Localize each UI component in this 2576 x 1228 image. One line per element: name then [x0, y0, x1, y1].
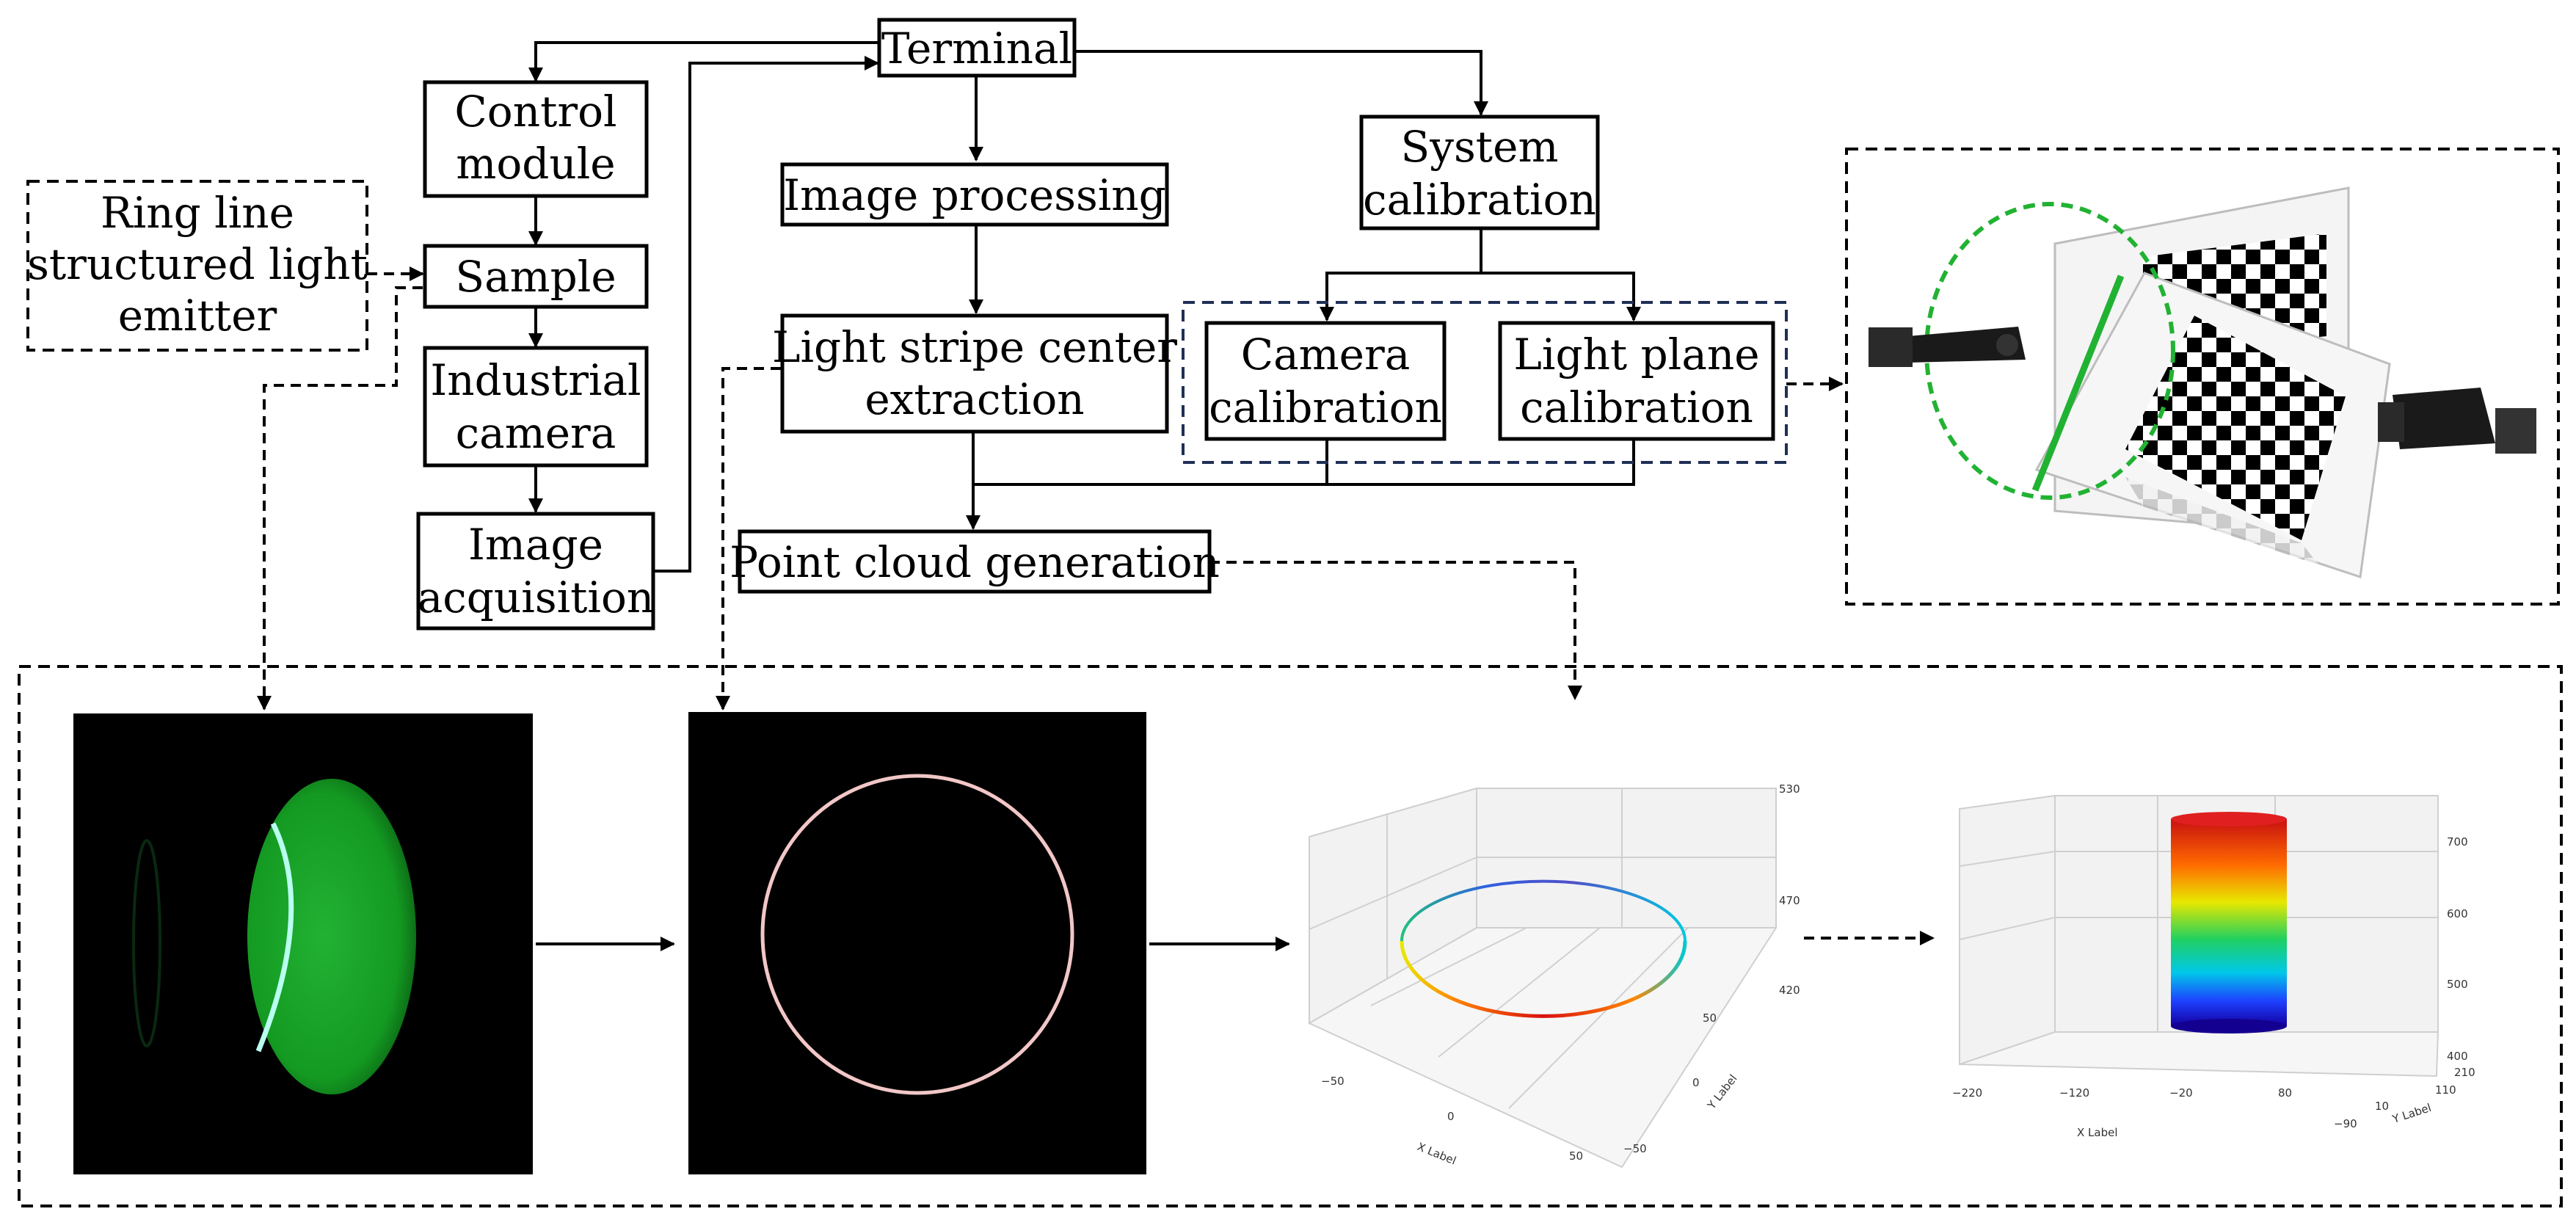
svg-text:Terminal: Terminal [881, 23, 1072, 73]
svg-text:Image: Image [468, 520, 603, 570]
connectors [257, 41, 1935, 951]
svg-text:System: System [1401, 122, 1559, 172]
svg-text:calibration: calibration [1209, 382, 1442, 432]
projector-knob [1996, 334, 2018, 356]
svg-text:Control: Control [454, 87, 616, 137]
svg-text:−120: −120 [2059, 1086, 2089, 1100]
dim-reflection [132, 839, 161, 1047]
svg-text:Image processing: Image processing [783, 170, 1166, 220]
svg-text:10: 10 [2375, 1100, 2389, 1113]
svg-text:470: 470 [1779, 894, 1800, 907]
svg-text:420: 420 [1779, 984, 1800, 997]
svg-text:0: 0 [1692, 1076, 1700, 1089]
point-cloud-node: Point cloud generation [729, 529, 1220, 594]
svg-text:camera: camera [456, 408, 616, 458]
ring-emitter-node: Ring line structured light emitter [26, 180, 368, 352]
ring-front-arc [1400, 940, 1687, 1018]
camera-cable-block [2495, 408, 2536, 454]
svg-text:Ring line: Ring line [101, 188, 294, 238]
svg-text:−50: −50 [1321, 1075, 1345, 1088]
sample-node: Sample [423, 244, 649, 309]
svg-text:emitter: emitter [118, 291, 277, 341]
calibration-illustration [1845, 148, 2560, 606]
laser-line [2031, 275, 2125, 492]
svg-text:−50: −50 [1623, 1142, 1647, 1155]
svg-text:acquisition: acquisition [418, 573, 655, 622]
cylinder-plot: 700 600 500 400 −220 −120 −20 80 X Label… [1952, 794, 2475, 1139]
front-checkerboard [2125, 316, 2346, 540]
light-stripe-node: Light stripe center extraction [772, 313, 1177, 434]
sample-green-surface [247, 779, 416, 1094]
terminal-node: Terminal [877, 18, 1077, 78]
svg-text:extraction: extraction [865, 374, 1084, 424]
svg-text:−20: −20 [2169, 1086, 2193, 1100]
svg-text:500: 500 [2447, 978, 2468, 991]
extracted-ring [760, 774, 1074, 1095]
svg-text:−220: −220 [1952, 1086, 1982, 1100]
point-cloud-plot: 530 470 420 −50 0 50 X Label 50 0 −50 Y … [1307, 782, 1800, 1169]
plot2-floor [1959, 1031, 2439, 1078]
svg-text:0: 0 [1447, 1110, 1455, 1123]
industrial-camera-node: Industrial camera [423, 346, 649, 468]
svg-text:−90: −90 [2334, 1117, 2357, 1130]
control-module-node: Control module [423, 80, 649, 198]
svg-text:X Label: X Label [1416, 1140, 1458, 1167]
camera-lens [2378, 402, 2404, 442]
ring-back-arc [1400, 879, 1687, 942]
svg-text:calibration: calibration [1520, 382, 1753, 432]
camera-body [2393, 388, 2495, 449]
svg-text:400: 400 [2447, 1050, 2468, 1063]
captured-image-panel [73, 713, 533, 1174]
svg-text:Y Label: Y Label [2390, 1101, 2433, 1126]
projector-body [1908, 327, 2026, 363]
calibration-illustration-frame [1845, 148, 2560, 606]
image-processing-node: Image processing [780, 162, 1169, 227]
projector-lens [1869, 327, 1913, 367]
image-acquisition-node: Image acquisition [416, 512, 655, 631]
svg-text:Light plane: Light plane [1513, 330, 1759, 379]
svg-text:80: 80 [2278, 1086, 2292, 1100]
svg-text:Light stripe center: Light stripe center [772, 322, 1177, 372]
svg-text:600: 600 [2447, 907, 2468, 920]
svg-text:210: 210 [2454, 1066, 2475, 1079]
svg-text:50: 50 [1569, 1149, 1583, 1163]
extracted-center-panel [688, 712, 1146, 1174]
svg-text:50: 50 [1703, 1011, 1717, 1025]
svg-text:Camera: Camera [1241, 330, 1411, 379]
svg-text:structured light: structured light [27, 239, 368, 289]
svg-text:700: 700 [2447, 835, 2468, 849]
processing-results-frame [18, 665, 2563, 1207]
cylinder-body [2171, 819, 2287, 1026]
camera-calibration-node: Camera calibration [1204, 321, 1447, 441]
svg-text:Y Label: Y Label [1704, 1072, 1739, 1113]
svg-text:530: 530 [1779, 782, 1800, 796]
svg-text:calibration: calibration [1363, 175, 1596, 225]
svg-text:Point cloud generation: Point cloud generation [729, 537, 1220, 587]
svg-text:Industrial: Industrial [430, 355, 641, 405]
light-plane-calibration-node: Light plane calibration [1498, 321, 1775, 441]
plot2-left-wall [1959, 794, 2056, 1066]
plot1-floor [1307, 927, 1778, 1169]
svg-text:110: 110 [2435, 1083, 2456, 1097]
svg-text:X Label: X Label [2077, 1126, 2118, 1139]
svg-text:Sample: Sample [455, 252, 616, 302]
cylinder-bottom [2171, 1019, 2287, 1033]
light-stripe [255, 822, 294, 1053]
svg-text:module: module [456, 139, 615, 189]
checkerboard-reflection [2125, 477, 2319, 565]
system-calibration-node: System calibration [1359, 115, 1600, 230]
cylinder-top [2171, 812, 2287, 826]
